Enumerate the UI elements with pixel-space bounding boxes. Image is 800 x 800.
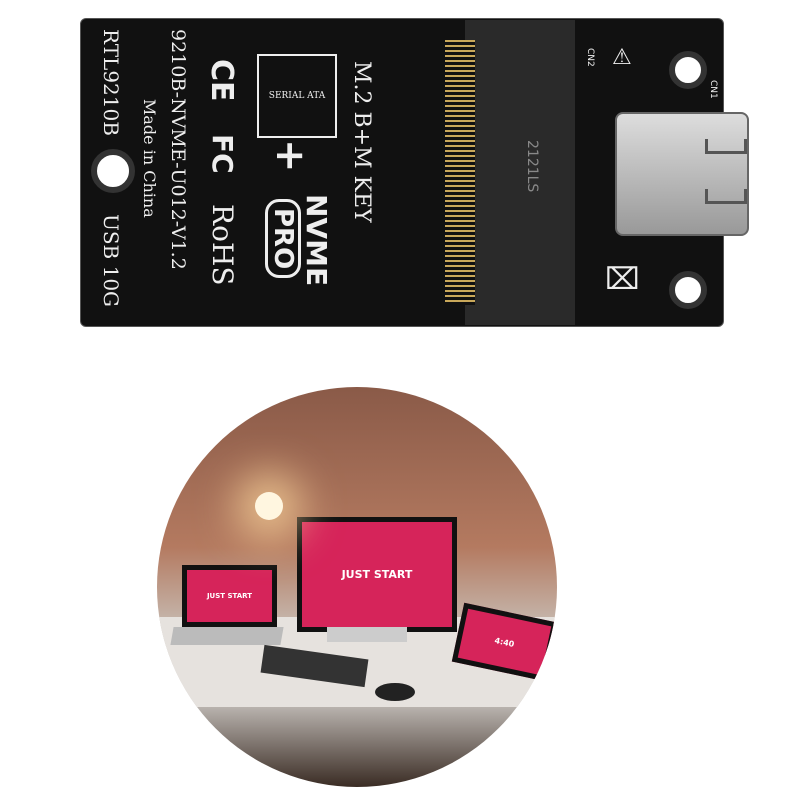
nvme-label: NVME [300, 194, 333, 287]
origin-label: Made in China [140, 99, 159, 218]
esd-warning-icon: ⚠ [612, 45, 632, 70]
weee-bin-icon: ⌧ [605, 262, 640, 297]
mounting-hole [91, 149, 135, 193]
mounting-hole [669, 51, 707, 89]
slot-label: M.2 B+M KEY [349, 61, 374, 223]
rohs-mark: RoHS [206, 204, 239, 286]
port-contact [705, 189, 747, 204]
m2-slot [465, 20, 575, 325]
sata-logo: SERIAL ATA [257, 54, 337, 138]
monitor-screen: JUST START [297, 517, 457, 632]
slot-code: 2121LS [524, 140, 540, 193]
desk-lamp [255, 492, 283, 520]
usb-c-port [615, 112, 749, 236]
mounting-hole [669, 271, 707, 309]
monitor-stand [327, 627, 407, 642]
fcc-mark: FC [206, 134, 239, 174]
cn1-label: CN1 [708, 80, 718, 99]
plus-sign: + [267, 139, 313, 173]
desk-setup-photo: JUST START JUST START 4:40 [157, 387, 557, 787]
model-label: 9210B-NVME-U012-V1.2 [167, 29, 189, 270]
speed-label: USB 10G [99, 214, 123, 308]
laptop-screen: JUST START [182, 565, 277, 627]
chip-label: RTL9210B [99, 29, 123, 136]
mouse [375, 683, 415, 701]
cn2-label: CN2 [585, 48, 595, 67]
ce-mark: CE [204, 59, 239, 102]
laptop-keyboard [170, 627, 284, 645]
pro-badge: PRO [265, 199, 301, 279]
port-contact [705, 139, 747, 154]
m2-contacts [445, 40, 475, 305]
